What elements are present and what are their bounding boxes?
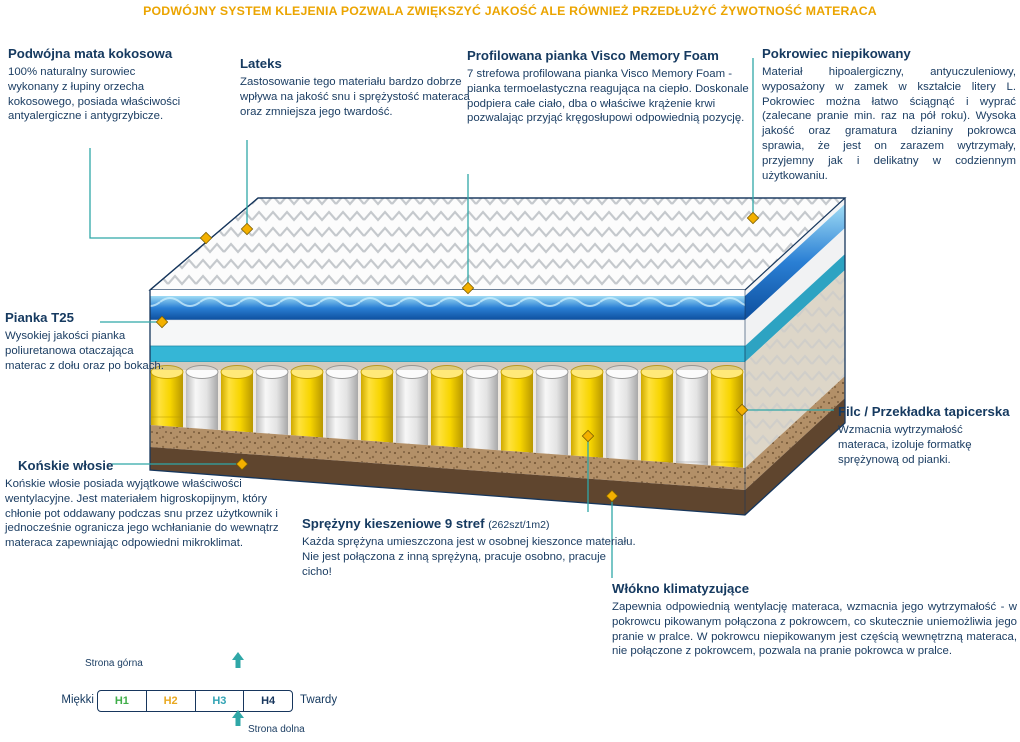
leader-line-mata — [89, 148, 202, 239]
annotation-sprezyny-title: Sprężyny kieszeniowe 9 stref (262szt/1m2… — [302, 516, 637, 531]
top-side-label: Strona górna — [85, 658, 143, 669]
up-arrow-icon — [232, 710, 244, 726]
annotation-sprezyny-count: (262szt/1m2) — [488, 519, 550, 531]
annotation-visco-body: 7 strefowa profilowana pianka Visco Memo… — [467, 68, 749, 125]
annotation-wlokno: Włókno klimatyzujące Zapewnia odpowiedni… — [612, 581, 1017, 659]
diamond-icon — [240, 222, 254, 236]
layer-teal-felt — [149, 345, 746, 363]
annotation-pokrowiec-body: Materiał hipoalergiczny, antyuczuleniowy… — [762, 66, 1016, 182]
mattress-top-deck — [148, 197, 847, 291]
annotation-konskie-title: Końskie włosie — [18, 458, 114, 473]
hardness-scale: H1 H2 H3 H4 — [97, 690, 293, 712]
annotation-sprezyny: Sprężyny kieszeniowe 9 stref (262szt/1m2… — [302, 516, 637, 579]
hardness-level-h2: H2 — [147, 691, 196, 711]
annotation-pianka-body: Wysokiej jakości pianka poliuretanowa ot… — [5, 330, 164, 372]
diamond-icon — [735, 403, 749, 417]
hardness-level-h1: H1 — [98, 691, 147, 711]
layer-white-foam — [149, 319, 746, 347]
bottom-side-label: Strona dolna — [248, 724, 305, 735]
annotation-visco-title: Profilowana pianka Visco Memory Foam — [467, 48, 719, 63]
diamond-icon — [461, 281, 475, 295]
annotation-sprezyny-body: Każda sprężyna umieszczona jest w osobne… — [302, 536, 636, 578]
diamond-icon — [746, 211, 760, 225]
layer-base-foam — [150, 447, 745, 515]
diamond-icon — [581, 429, 595, 443]
hardness-level-h3: H3 — [196, 691, 245, 711]
annotation-lateks-body: Zastosowanie tego materiału bardzo dobrz… — [240, 76, 470, 118]
diamond-icon — [605, 489, 619, 503]
annotation-sprezyny-title-text: Sprężyny kieszeniowe 9 stref — [302, 516, 485, 531]
diamond-icon — [155, 315, 169, 329]
layer-cover-lip — [150, 290, 745, 296]
diamond-icon — [199, 231, 213, 245]
layer-coco-mat — [150, 425, 745, 490]
annotation-lateks-title: Lateks — [240, 56, 282, 71]
annotation-lateks: Lateks Zastosowanie tego materiału bardz… — [240, 56, 470, 119]
annotation-mata: Podwójna mata kokosowa 100% naturalny su… — [8, 46, 183, 124]
annotation-visco: Profilowana pianka Visco Memory Foam 7 s… — [467, 48, 752, 126]
annotation-filc-body: Wzmacnia wytrzymałość materaca, izoluje … — [838, 424, 972, 466]
annotation-wlokno-title: Włókno klimatyzujące — [612, 581, 750, 596]
annotation-wlokno-body: Zapewnia odpowiednią wentylację materaca… — [612, 601, 1017, 658]
annotation-konskie: Końskie włosie Końskie włosie posiada wy… — [5, 458, 297, 551]
mattress-side-face — [745, 198, 845, 515]
layer-lateks-blue — [150, 296, 745, 320]
annotation-konskie-body: Końskie włosie posiada wyjątkowe właściw… — [5, 478, 279, 550]
leader-markers — [155, 211, 760, 503]
diamond-icon — [235, 457, 249, 471]
annotation-mata-body: 100% naturalny surowiec wykonany z łupin… — [8, 66, 181, 123]
annotation-pokrowiec-title: Pokrowiec niepikowany — [762, 46, 911, 61]
annotation-mata-title: Podwójna mata kokosowa — [8, 46, 173, 61]
hard-label: Twardy — [300, 694, 338, 706]
soft-label: Miękki — [61, 694, 94, 706]
mattress-front-face — [149, 290, 746, 515]
annotation-pianka-title: Pianka T25 — [5, 310, 74, 325]
leader-lines — [89, 58, 834, 578]
annotation-filc-title: Filc / Przekładka tapicerska — [838, 404, 1010, 419]
page-title: PODWÓJNY SYSTEM KLEJENIA POZWALA ZWIĘKSZ… — [143, 4, 877, 18]
hardness-level-h4: H4 — [261, 695, 276, 707]
annotation-pianka: Pianka T25 Wysokiej jakości pianka poliu… — [5, 310, 170, 373]
layer-pocket-springs — [150, 362, 745, 468]
annotation-filc: Filc / Przekładka tapicerska Wzmacnia wy… — [838, 404, 1016, 467]
annotation-pokrowiec: Pokrowiec niepikowany Materiał hipoalerg… — [762, 46, 1016, 184]
up-arrow-icon — [232, 652, 244, 668]
mattress-outline — [149, 197, 846, 516]
